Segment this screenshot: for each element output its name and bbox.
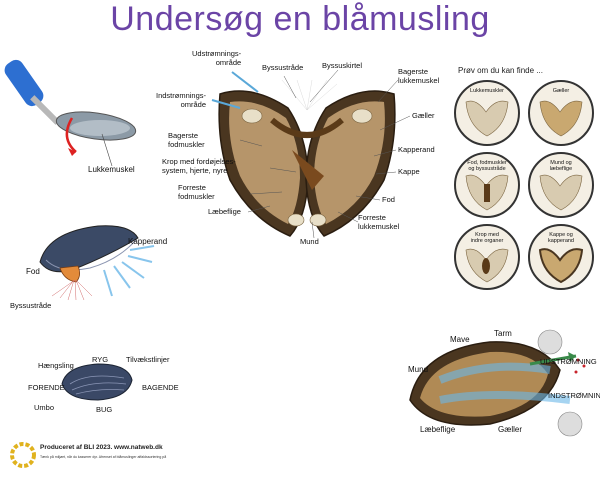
quiz-circle-gaeller: Gæller xyxy=(528,80,594,146)
open-mussel-byssustraade-label: Byssustråde xyxy=(10,301,52,310)
quiz-label-lukkemuskler: Lukkemuskler xyxy=(470,88,504,94)
knife-illustration xyxy=(4,59,137,167)
indstromning-label: Indstrømnings- område xyxy=(156,91,207,109)
fod-label: Fod xyxy=(382,195,395,204)
flow-mave-label: Mave xyxy=(450,335,470,344)
footer-main: Produceret af BLI 2023. www.natweb.dk xyxy=(40,444,163,451)
open-mussel-kapperand-label: Kapperand xyxy=(128,237,168,246)
closed-tilvaekstlinjer-label: Tilvækstlinjer xyxy=(126,355,170,364)
quiz-label-kappe: Kappe og kapperand xyxy=(548,232,574,244)
footer-small: Tænk på miljøet, når du kasserer dyr. Af… xyxy=(40,455,167,459)
open-mussel-fod-label: Fod xyxy=(26,267,40,276)
kappe-label: Kappe xyxy=(398,167,420,176)
quiz-circle-lukkemuskler: Lukkemuskler xyxy=(454,80,520,146)
bageste-lukkemuskel-label: Bagerste lukkemuskel xyxy=(398,67,440,85)
quiz-label-mund: Mund og læbeflige xyxy=(549,160,573,172)
quiz-circle-mund: Mund og læbeflige xyxy=(528,152,594,218)
quiz-label-gaeller: Gæller xyxy=(552,88,570,94)
quiz-circle-fod: Fod, fodmuskler og byssustråde xyxy=(454,152,520,218)
mund-label: Mund xyxy=(300,237,319,246)
flow-indstromning-label: INDSTRØMNING xyxy=(548,391,600,400)
knife-lukkemuskel-label: Lukkemuskel xyxy=(88,165,135,174)
flow-tarm-label: Tarm xyxy=(494,329,512,338)
quiz-circle-krop: Krop med indre organer xyxy=(454,224,520,290)
quiz-circle-kappe: Kappe og kapperand xyxy=(528,224,594,290)
open-mussel-illustration xyxy=(39,225,155,301)
closed-bagende-label: BAGENDE xyxy=(142,383,179,392)
closed-ryg-label: RYG xyxy=(92,355,109,364)
closed-haengsling-label: Hængsling xyxy=(38,361,74,370)
quiz-title: Prøv om du kan finde ... xyxy=(458,66,543,75)
bageste-fodmuskler-label: Bagerste fodmuskler xyxy=(168,131,205,149)
bli-logo-icon xyxy=(10,442,36,468)
flow-illustration xyxy=(409,329,586,437)
gaeller-label: Gæller xyxy=(412,111,435,120)
udstromning-label: Udstrømnings- område xyxy=(192,49,242,67)
closed-mussel-illustration xyxy=(61,363,133,401)
laebeflige-label: Læbeflige xyxy=(208,207,241,216)
closed-umbo-label: Umbo xyxy=(34,403,55,412)
flow-laebeflige-label: Læbeflige xyxy=(420,425,456,434)
flow-mund-label: Mund xyxy=(408,365,429,374)
byssuskirtel-label: Byssuskirtel xyxy=(322,61,363,70)
flow-gaeller-label: Gæller xyxy=(498,425,523,434)
byssustraade-label: Byssustråde xyxy=(262,63,304,72)
central-anatomy-illustration xyxy=(218,79,396,237)
krop-label: Krop med fordøjelses- system, hjerte, ny… xyxy=(162,157,236,175)
page-title: Undersøg en blåmusling xyxy=(110,0,490,38)
closed-forende-label: FORENDE xyxy=(28,383,65,392)
forreste-fodmuskler-label: Forreste fodmuskler xyxy=(178,183,215,201)
quiz-label-fod: Fod, fodmuskler og byssustråde xyxy=(467,160,507,172)
forreste-lukkemuskel-label: Forreste lukkemuskel xyxy=(358,213,400,231)
flow-udstromning-label: UDSTRØMNING xyxy=(540,357,597,366)
kapperand-label: Kapperand xyxy=(398,145,435,154)
closed-bug-label: BUG xyxy=(96,405,113,414)
quiz-label-krop: Krop med indre organer xyxy=(470,232,504,244)
